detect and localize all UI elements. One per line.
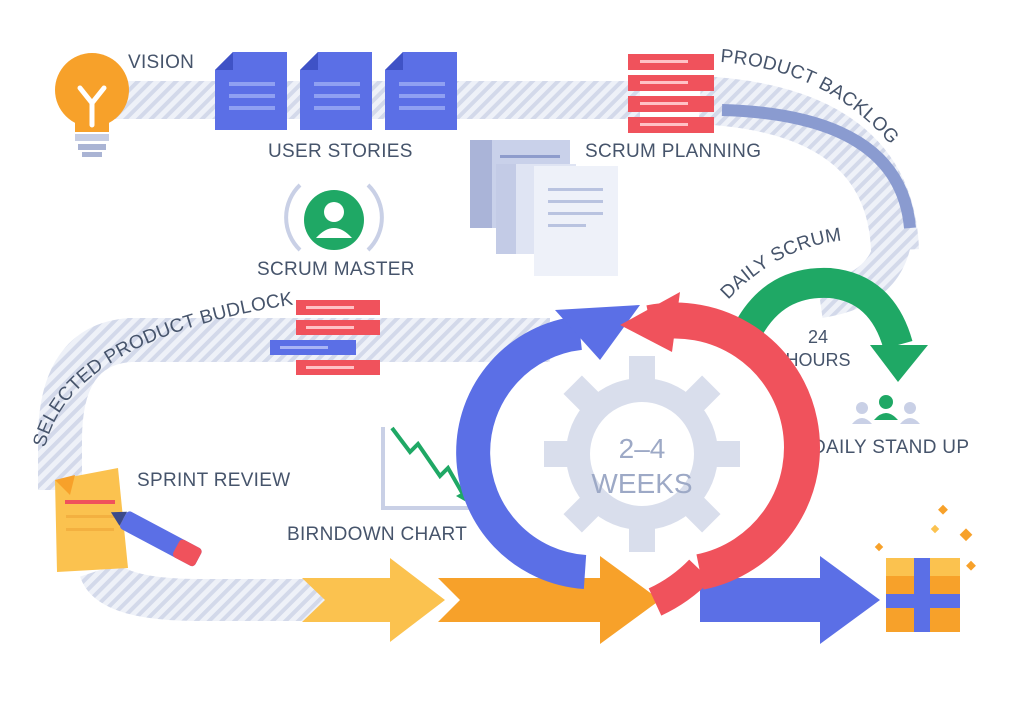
scrum-master-person-icon [284, 183, 384, 252]
sprint-review-label: SPRINT REVIEW [137, 470, 290, 491]
document-icon [215, 52, 287, 130]
hours-unit: HOURS [785, 350, 850, 370]
process-path [38, 76, 919, 621]
cycle-duration-top: 2–4 [619, 433, 666, 464]
pen-icon [110, 511, 202, 567]
scrum-planning-label: SCRUM PLANNING [585, 141, 761, 162]
cycle-duration-bottom: WEEKS [591, 468, 692, 499]
scrum-planning-documents [470, 140, 618, 276]
hours-value: 24 [808, 327, 828, 347]
lightbulb-icon [55, 53, 129, 157]
sprint-cycle-arrows [456, 292, 820, 616]
document-icon [385, 52, 457, 130]
vision-label: VISION [128, 52, 194, 73]
gift-icon [874, 504, 976, 632]
burndown-chart-label: BIRNDOWN CHART [287, 524, 467, 545]
sprint-review-note-icon [55, 468, 128, 572]
scrum-master-label: SCRUM MASTER [257, 259, 415, 280]
team-people-icon [852, 395, 920, 424]
sprint-arrows [302, 556, 880, 644]
user-stories-label: USER STORIES [268, 141, 413, 162]
selected-backlog-list-icon [270, 300, 380, 375]
document-icon [300, 52, 372, 130]
daily-scrum-arrow [734, 267, 928, 382]
user-stories-documents [215, 52, 457, 130]
product-backlog-list-icon [628, 54, 714, 133]
daily-stand-up-label: DAILY STAND UP [812, 437, 969, 458]
gear-icon [544, 356, 740, 552]
backlog-curve [721, 104, 916, 229]
